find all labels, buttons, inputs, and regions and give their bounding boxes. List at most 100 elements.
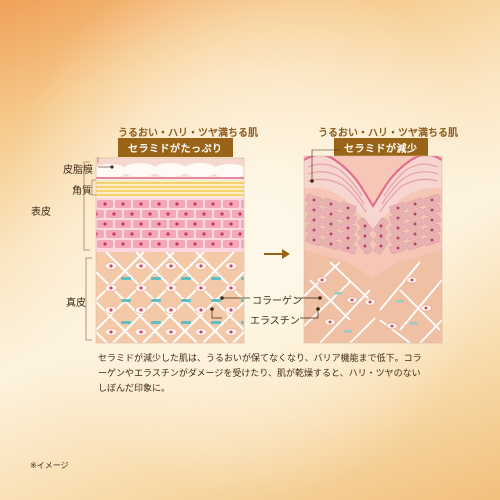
dermis-cell — [224, 284, 238, 292]
epidermis-cell — [232, 210, 244, 218]
damaged-cell — [357, 217, 373, 235]
label-elastin: エラスチン — [250, 316, 300, 327]
elastin-fiber — [181, 321, 191, 324]
epidermis-cell — [142, 230, 158, 238]
epidermis-cell — [196, 210, 212, 218]
elastin-fiber — [241, 277, 244, 280]
damaged-cell — [357, 227, 373, 245]
epidermis-cell — [133, 200, 149, 208]
epidermis-cell — [178, 230, 194, 238]
damaged-cell — [423, 203, 441, 217]
epidermis-cell — [79, 220, 95, 228]
dermis-cell — [164, 328, 178, 336]
image-note: ※イメージ — [30, 461, 69, 470]
damaged-elastin-fiber — [410, 322, 418, 325]
dermis-cell — [224, 262, 238, 270]
transition-arrow-icon — [264, 249, 290, 259]
elastin-fiber — [241, 321, 244, 324]
label-dermis: 真皮 — [66, 298, 86, 309]
label-collagen: コラーゲン — [252, 296, 302, 307]
healthy-skin — [79, 158, 266, 346]
elastin-fiber — [151, 277, 161, 280]
label-stratum: 角質 — [72, 186, 92, 197]
dermis-cell — [134, 328, 148, 336]
epidermis-cell — [169, 220, 185, 228]
epidermis-cell — [223, 240, 239, 248]
dermis-cell — [134, 284, 148, 292]
elastin-fiber — [151, 343, 161, 346]
elastin-fiber — [211, 343, 221, 346]
left-heading: うるおい・ハリ・ツヤ満ちる肌 — [118, 128, 258, 139]
damaged-dermis-cell — [316, 276, 328, 284]
epidermis-cell — [106, 210, 122, 218]
damaged-fibroblast-cells — [316, 276, 432, 333]
dermis-cell — [164, 262, 178, 270]
dermis-cell — [194, 328, 208, 336]
damaged-cell — [322, 217, 340, 231]
epidermis-cell — [97, 220, 113, 228]
elastin-fiber — [151, 321, 161, 324]
damaged-cell — [305, 193, 323, 207]
damaged-cell — [305, 203, 323, 217]
dermis-cell — [194, 284, 208, 292]
epidermis-cell — [169, 200, 185, 208]
dermis-cell — [104, 328, 118, 336]
dermis-cell — [104, 306, 118, 314]
damaged-dermis-cell — [324, 318, 336, 326]
epidermis-cell — [241, 200, 244, 208]
epidermis-cell — [187, 220, 203, 228]
epidermis-cell — [250, 210, 266, 218]
damaged-dermis-cell — [364, 298, 376, 306]
epidermis-cell — [205, 240, 221, 248]
epidermis-cell — [250, 230, 266, 238]
epidermis-cell — [223, 220, 239, 228]
damaged-elastin-fiber — [334, 292, 342, 295]
epidermis-cell — [124, 210, 140, 218]
damaged-epidermis-cells — [305, 193, 441, 255]
damaged-cell — [339, 231, 357, 245]
damaged-cell — [406, 207, 424, 221]
epidermis-cell — [151, 220, 167, 228]
dermis-cell — [194, 306, 208, 314]
epidermis-cell — [187, 200, 203, 208]
elastin-fiber — [181, 277, 191, 280]
epidermis-cell — [151, 240, 167, 248]
dermis-cell — [164, 306, 178, 314]
epidermis-cell — [96, 210, 104, 218]
damaged-cell — [389, 211, 407, 225]
collagen-fibers — [96, 252, 244, 343]
epidermis-cell — [115, 240, 131, 248]
label-epidermis: 表皮 — [31, 207, 51, 218]
epidermis-cell — [160, 230, 176, 238]
epidermis-cell — [115, 200, 131, 208]
description-text: セラミドが減少した肌は、うるおいが保てなくなり、バリア機能まで低下。コラーゲンや… — [98, 354, 422, 394]
epidermis-cell — [97, 240, 113, 248]
damaged-cell — [322, 197, 340, 211]
damaged-cell — [423, 213, 441, 227]
damaged-elastin-fiber — [344, 330, 352, 333]
damaged-cell — [305, 233, 323, 247]
epidermis-cell — [79, 240, 95, 248]
leader-lines — [211, 297, 320, 319]
elastin-fiber — [211, 321, 221, 324]
elastin-fiber — [121, 343, 131, 346]
epidermis-cell — [142, 210, 158, 218]
left-ceramide-tag: セラミドがたっぷり — [118, 138, 233, 157]
epidermis-cell — [214, 230, 230, 238]
epidermis-cell — [106, 230, 122, 238]
damaged-cell — [389, 231, 407, 245]
damaged-cell — [339, 201, 357, 215]
epidermis-cell — [97, 200, 113, 208]
damaged-dermis-cell — [420, 304, 432, 312]
damaged-cell — [406, 227, 424, 241]
damaged-cell — [389, 241, 407, 255]
epidermis-cell — [115, 220, 131, 228]
damaged-cell — [305, 213, 323, 227]
damaged-dermis-cell — [386, 322, 398, 330]
epidermis-cell — [133, 240, 149, 248]
damaged-cell — [373, 237, 389, 255]
damaged-cell — [339, 221, 357, 235]
damaged-cell — [406, 217, 424, 231]
epidermis-cell — [124, 230, 140, 238]
damaged-dermis-cell — [406, 276, 418, 284]
